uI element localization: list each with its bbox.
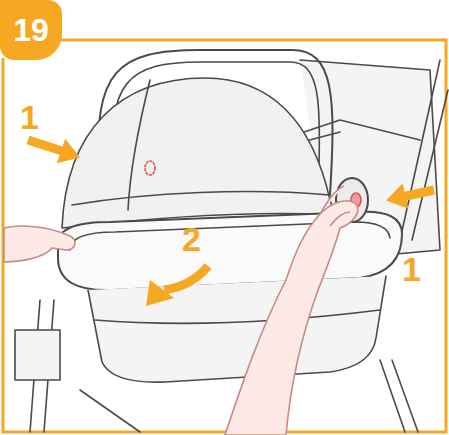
stroller-part — [145, 161, 155, 175]
callout-number: 1 — [20, 100, 39, 134]
hands-part — [320, 186, 350, 226]
arrows-part — [57, 139, 80, 164]
stroller-part — [72, 192, 330, 205]
step-badge: 19 — [0, 0, 62, 60]
frame-part — [3, 40, 446, 432]
arrows — [28, 139, 434, 306]
stroller-part — [95, 310, 380, 323]
stroller — [15, 50, 448, 432]
stroller-part — [15, 330, 60, 380]
hands — [4, 186, 358, 435]
stroller-part — [128, 80, 150, 210]
hands-part — [225, 201, 358, 435]
arrows-part — [146, 280, 174, 306]
arrows-part — [404, 190, 434, 197]
stroller-part — [88, 276, 386, 382]
arrows-part — [28, 140, 62, 151]
frame — [3, 40, 446, 432]
arrows-part — [386, 183, 408, 208]
stroller-part — [62, 78, 335, 228]
arrows-part — [164, 266, 208, 290]
callout-number: 2 — [182, 222, 201, 256]
stroller-part — [412, 90, 448, 240]
step-number: 19 — [13, 14, 49, 46]
hands-part — [4, 226, 75, 262]
callout-number: 1 — [402, 252, 421, 286]
